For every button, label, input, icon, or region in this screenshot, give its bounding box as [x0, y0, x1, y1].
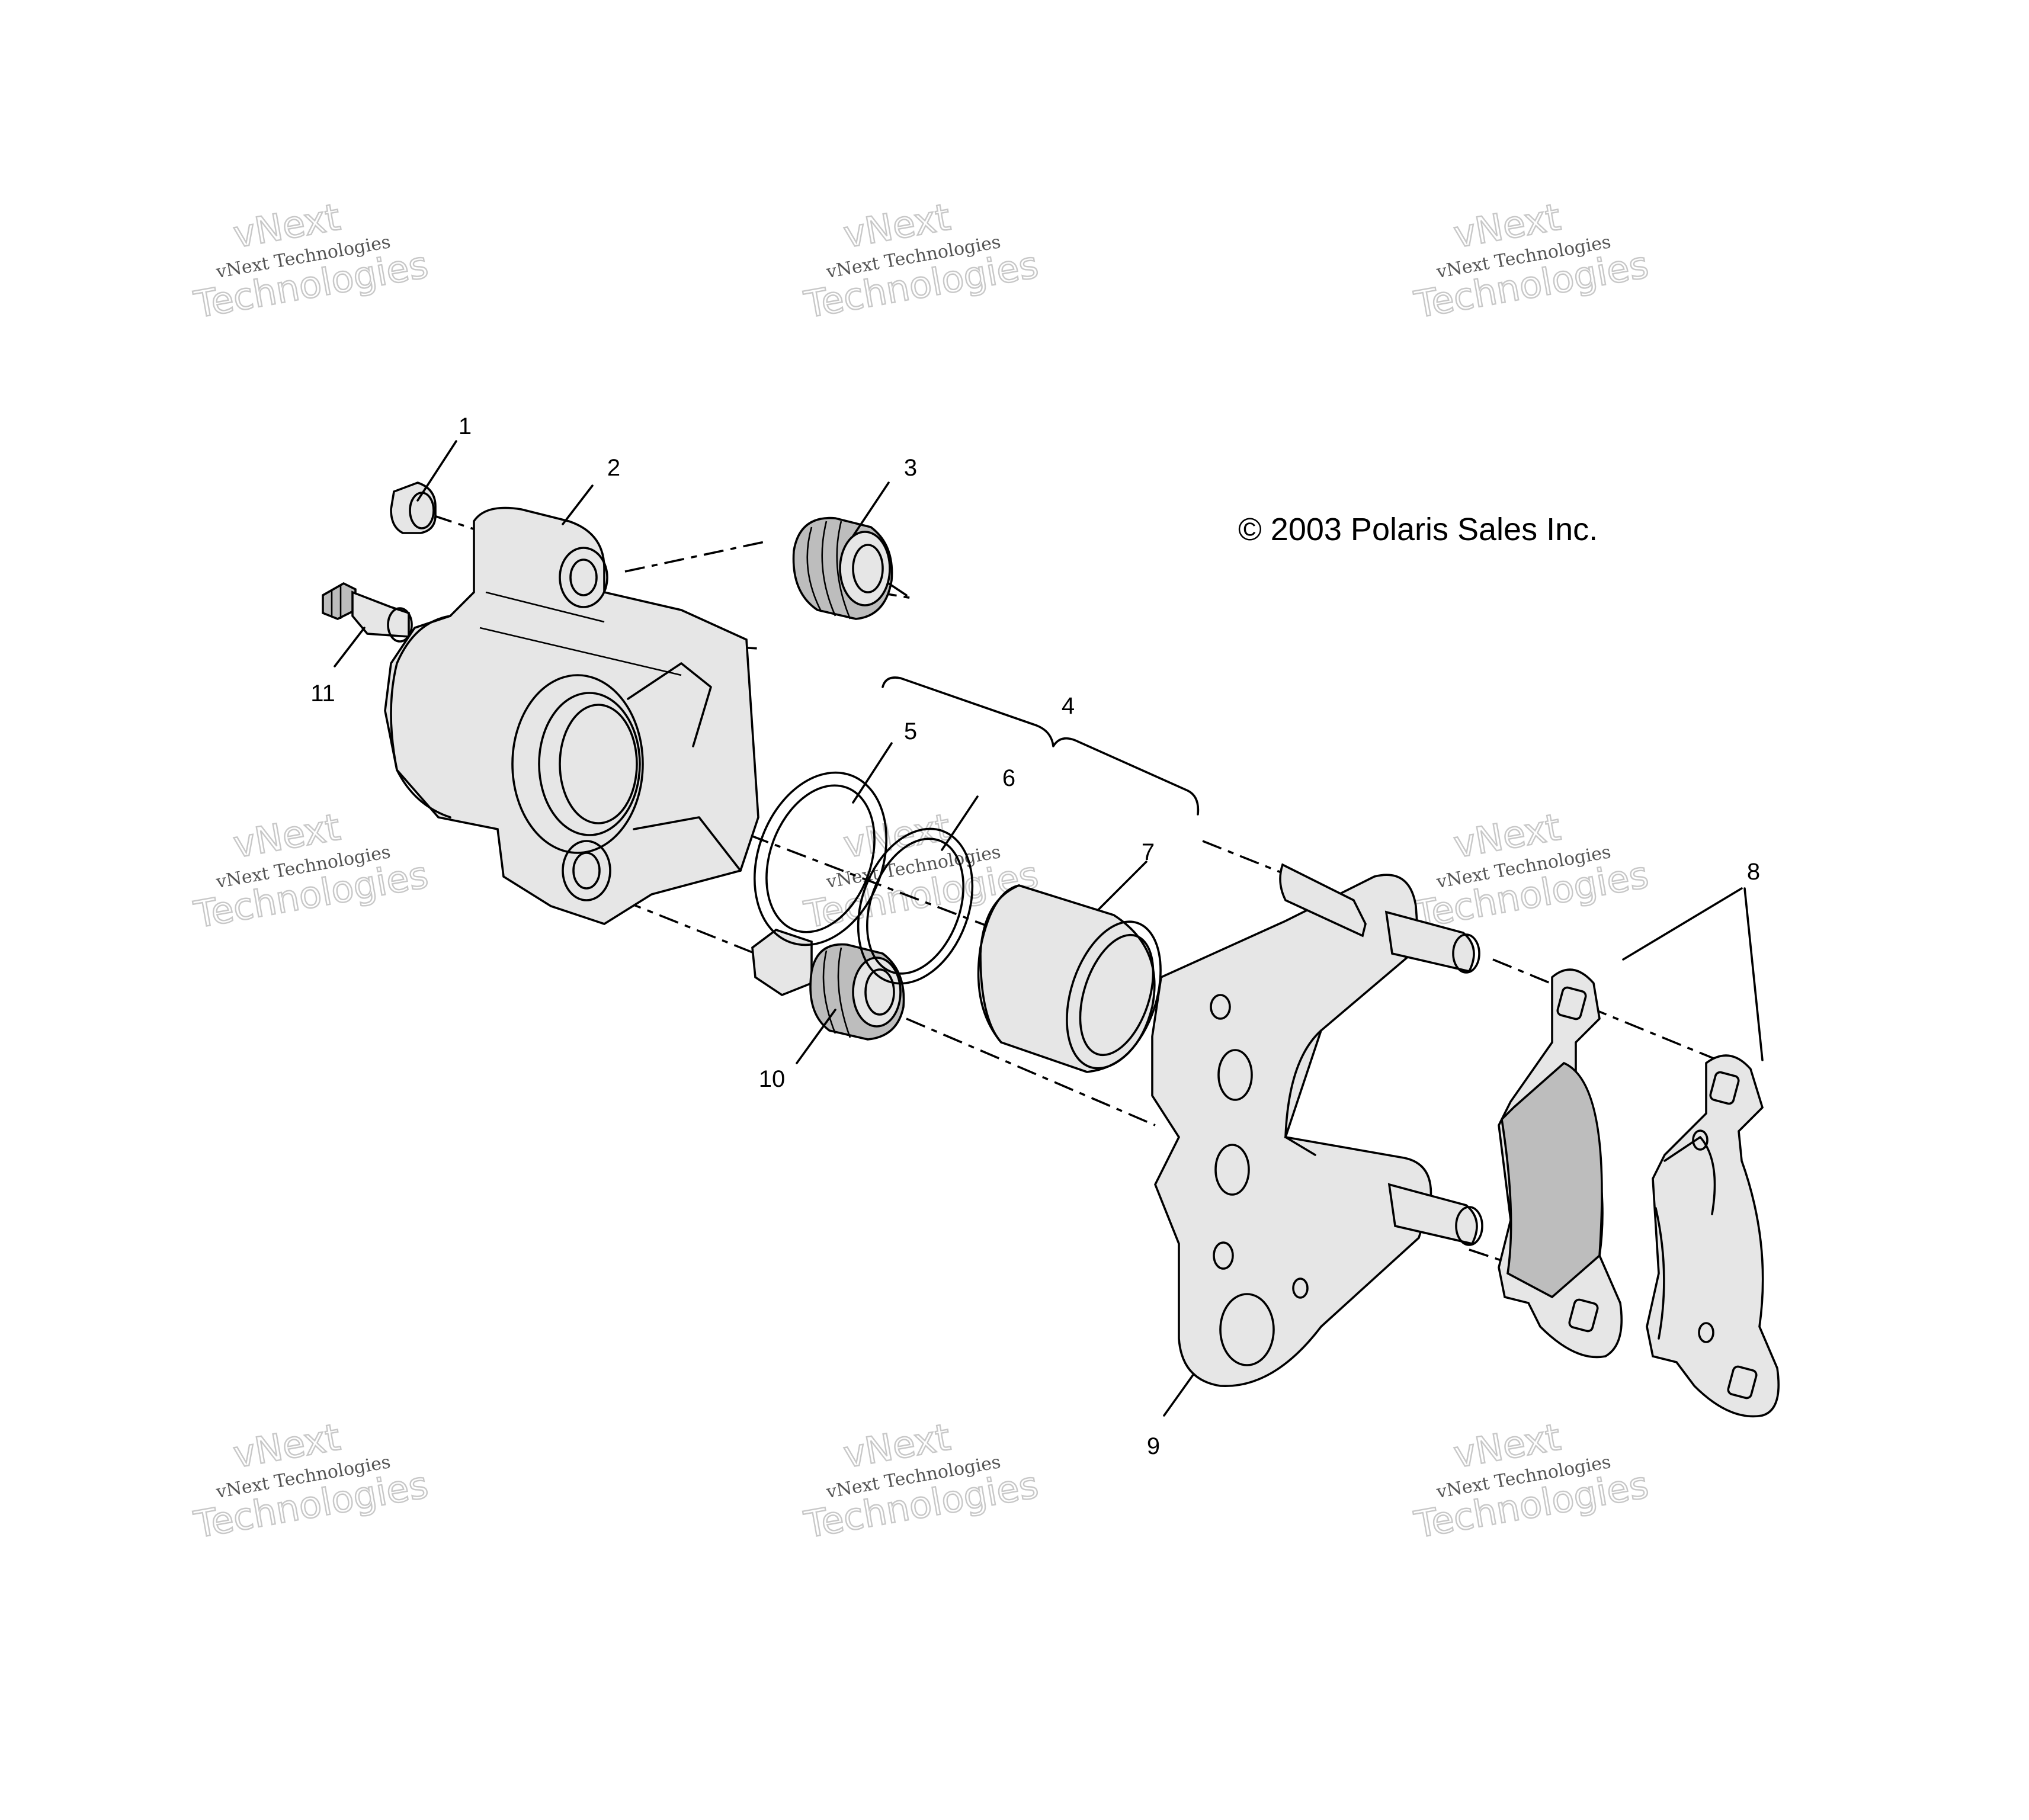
- part-7-piston: [977, 884, 1162, 1073]
- watermark: vNext vNext Technologies Technologies: [800, 1414, 1042, 1547]
- callout-9: 9: [1147, 1433, 1160, 1459]
- callout-labels: 1 2 3 4 5 6 7 8 9 10 11: [310, 413, 1760, 1459]
- copyright-notice: © 2003 Polaris Sales Inc.: [1238, 512, 1598, 547]
- callout-11: 11: [310, 681, 335, 707]
- callout-2: 2: [607, 455, 620, 481]
- watermark: vNext vNext Technologies Technologies: [1411, 194, 1652, 327]
- part-9-mounting-bracket: [1151, 863, 1483, 1387]
- watermark: vNext vNext Technologies Technologies: [190, 1414, 432, 1547]
- callout-10: 10: [759, 1066, 786, 1092]
- callout-6: 6: [1002, 765, 1015, 791]
- callout-4: 4: [1062, 693, 1075, 719]
- part-11-bleeder-screw: [322, 582, 413, 643]
- callout-3: 3: [904, 455, 917, 481]
- part-3-boot: [792, 516, 908, 620]
- part-1-bushing: [390, 482, 437, 534]
- part-8-brake-pad-inner: [1498, 968, 1623, 1359]
- part-6-seal-ring: [857, 827, 974, 985]
- callout-7: 7: [1142, 839, 1155, 865]
- callout-5: 5: [904, 718, 917, 744]
- watermark-grid: vNext vNext Technologies Technologies vN…: [190, 194, 1652, 1547]
- part-10-boot-pin: [751, 928, 905, 1041]
- callout-1: 1: [459, 413, 472, 439]
- watermark: vNext vNext Technologies Technologies: [1411, 804, 1652, 937]
- callout-8: 8: [1747, 859, 1760, 885]
- part-2-caliper-housing: [384, 506, 759, 925]
- watermark: vNext vNext Technologies Technologies: [1411, 1414, 1652, 1547]
- part-4-kit-bracket: [882, 676, 1200, 816]
- watermark: vNext vNext Technologies Technologies: [800, 194, 1042, 327]
- watermark: vNext vNext Technologies Technologies: [190, 194, 432, 327]
- leader-lines: [334, 440, 1764, 1417]
- watermark: vNext vNext Technologies Technologies: [190, 804, 432, 937]
- part-8-brake-pad-outer: [1646, 1054, 1780, 1418]
